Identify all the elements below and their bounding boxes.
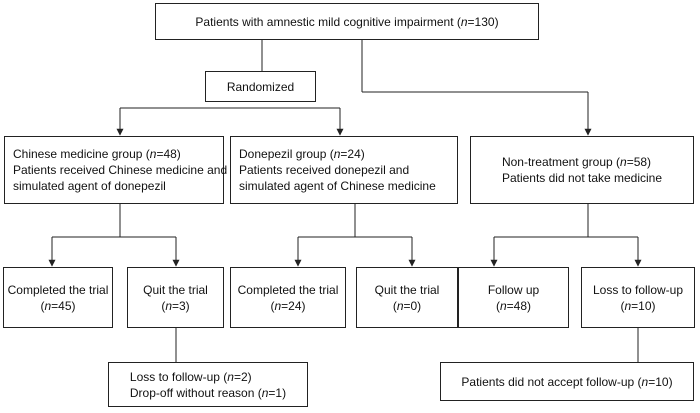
box-all-patients: Patients with amnestic mild cognitive im… — [155, 3, 539, 40]
paren: ( — [270, 298, 275, 313]
loss-follow-up-label: Loss to follow-up — [592, 282, 684, 297]
paren: ( — [161, 298, 166, 313]
box-no-accept-follow-up: Patients did not accept follow-up (n=10) — [440, 362, 694, 401]
paren: ( — [40, 298, 45, 313]
n-symbol: n — [261, 385, 269, 400]
chinese-quit-label: Quit the trial — [143, 282, 208, 297]
nontreat-title: Non-treatment group ( — [501, 155, 620, 169]
nontreat-description: Patients did not take medicine — [501, 171, 663, 185]
donepezil-completed-count: =24) — [281, 298, 306, 313]
box-donepezil-quit: Quit the trial (n=0) — [356, 267, 458, 328]
chinese-completed-label: Completed the trial — [7, 282, 109, 297]
follow-up-count: =48) — [506, 298, 532, 313]
box-donepezil-group: Donepezil group (n=24) Patients received… — [230, 136, 458, 204]
box-chinese-medicine-group: Chinese medicine group (n=48) Patients r… — [4, 136, 228, 204]
donepezil-title: Donepezil group ( — [239, 147, 334, 161]
box-randomized: Randomized — [205, 71, 316, 102]
chinese-quit-count: =3) — [172, 298, 190, 313]
paren: ( — [495, 298, 500, 313]
chinese-count: =48) — [156, 147, 181, 161]
paren: ( — [620, 298, 625, 313]
paren: ( — [392, 298, 397, 313]
nontreat-count: =58) — [626, 155, 652, 169]
donepezil-description-line2: simulated agent of Chinese medicine — [239, 179, 436, 193]
donepezil-quit-count: =0) — [403, 298, 422, 313]
quit-detail-dropoff-count: =1) — [268, 385, 287, 400]
n-symbol: n — [44, 298, 52, 313]
n-symbol: n — [624, 298, 632, 313]
no-accept-label: Patients did not accept follow-up ( — [461, 374, 642, 389]
donepezil-description-line1: Patients received donepezil and — [239, 163, 410, 177]
box-quit-detail: Loss to follow-up (n=2) Drop-off without… — [108, 362, 308, 407]
quit-detail-dropoff: Drop-off without reason ( — [129, 385, 262, 400]
n-symbol: n — [333, 147, 341, 161]
n-symbol: n — [149, 147, 157, 161]
box-loss-to-follow-up: Loss to follow-up (n=10) — [581, 267, 695, 328]
n-symbol: n — [641, 374, 649, 389]
chinese-description-line2: simulated agent of donepezil — [13, 179, 166, 193]
n-symbol: n — [227, 369, 234, 384]
box-donepezil-completed: Completed the trial (n=24) — [230, 267, 346, 328]
all-patients-text: Patients with amnestic mild cognitive im… — [195, 14, 461, 29]
no-accept-count: =10) — [648, 374, 673, 389]
donepezil-quit-label: Quit the trial — [374, 282, 440, 297]
n-symbol: n — [396, 298, 404, 313]
chinese-title: Chinese medicine group ( — [13, 147, 150, 161]
loss-follow-up-count: =10) — [631, 298, 656, 313]
chinese-completed-count: =45) — [51, 298, 76, 313]
n-symbol: n — [460, 14, 468, 29]
donepezil-completed-label: Completed the trial — [237, 282, 339, 297]
n-symbol: n — [165, 298, 172, 313]
randomized-label: Randomized — [226, 79, 295, 94]
donepezil-count: =24) — [340, 147, 365, 161]
n-symbol: n — [274, 298, 282, 313]
box-follow-up: Follow up (n=48) — [458, 267, 569, 328]
box-chinese-quit: Quit the trial (n=3) — [127, 267, 224, 328]
n-symbol: n — [499, 298, 507, 313]
box-chinese-completed: Completed the trial (n=45) — [3, 267, 113, 328]
quit-detail-loss: Loss to follow-up ( — [129, 369, 228, 384]
all-patients-count: =130) — [467, 14, 499, 29]
box-non-treatment-group: Non-treatment group (n=58) Patients did … — [470, 136, 694, 204]
chinese-description-line1: Patients received Chinese medicine and — [13, 163, 228, 177]
follow-up-label: Follow up — [487, 282, 540, 297]
n-symbol: n — [620, 155, 627, 169]
quit-detail-loss-count: =2) — [233, 369, 252, 384]
